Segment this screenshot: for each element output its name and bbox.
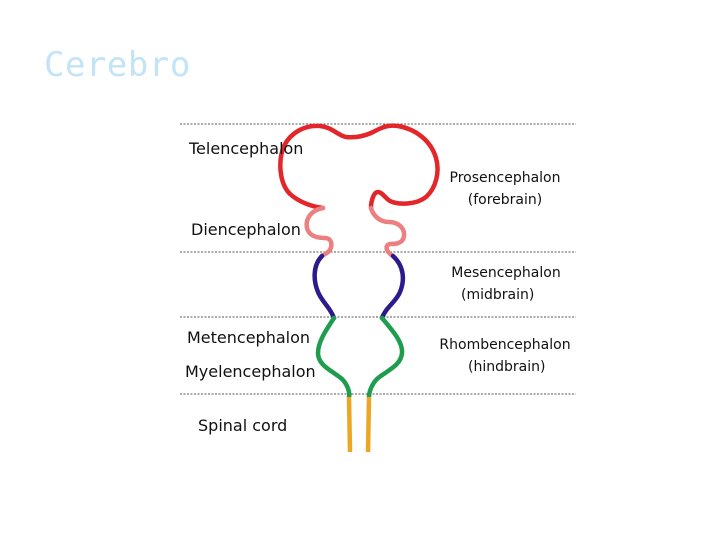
- diencephalon-left-outline: [304, 205, 334, 259]
- prosencephalon-subtitle: (forebrain): [467, 192, 543, 208]
- myelencephalon-label: Myelencephalon: [185, 362, 316, 381]
- mesencephalon-label: Mesencephalon (midbrain): [431, 262, 581, 306]
- spinal-cord-label: Spinal cord: [198, 416, 288, 435]
- telencephalon-label: Telencephalon: [189, 139, 304, 158]
- rhombencephalon-name: Rhombencephalon: [439, 337, 571, 353]
- mesencephalon-subtitle: (midbrain): [461, 287, 535, 303]
- rhombencephalon-label: Rhombencephalon (hindbrain): [430, 334, 580, 378]
- rhombencephalon-subtitle: (hindbrain): [468, 359, 546, 375]
- spinal-cord-left-outline: [346, 396, 353, 453]
- diencephalon-label: Diencephalon: [191, 220, 301, 239]
- rhombencephalon-right-outline: [366, 315, 405, 400]
- prosencephalon-name: Prosencephalon: [449, 170, 561, 186]
- telencephalon-outline: [278, 123, 440, 211]
- mesencephalon-left-outline: [312, 253, 337, 321]
- prosencephalon-label: Prosencephalon (forebrain): [430, 167, 580, 211]
- metencephalon-label: Metencephalon: [187, 328, 311, 347]
- slide-title: Cerebro: [44, 45, 191, 85]
- diencephalon-right-outline: [368, 205, 407, 259]
- rhombencephalon-left-outline: [315, 315, 352, 400]
- mesencephalon-name: Mesencephalon: [451, 265, 561, 281]
- spinal-cord-right-outline: [365, 396, 372, 453]
- mesencephalon-right-outline: [379, 253, 406, 321]
